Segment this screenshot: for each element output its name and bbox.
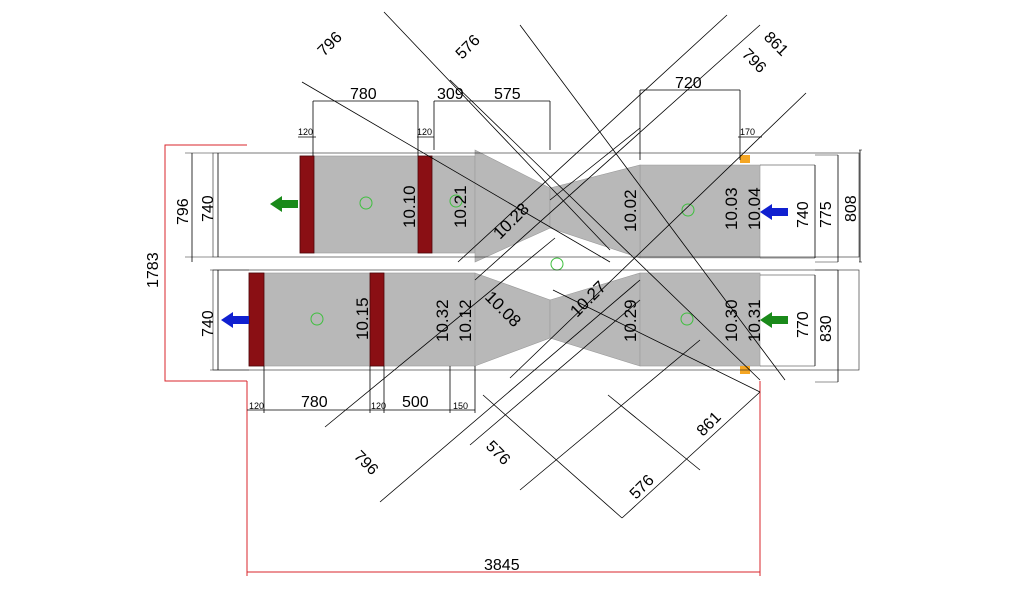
dim-120-top-b: 120 — [417, 127, 432, 137]
dim-120-bottom-a: 120 — [249, 401, 264, 411]
dim-796-top: 796 — [315, 29, 346, 60]
filter-bank-lower-1 — [248, 272, 265, 367]
frame-lines — [185, 149, 862, 383]
dim-576-bottom-a: 576 — [482, 438, 513, 469]
center-marker — [449, 194, 463, 208]
section-label: 10.10 — [400, 185, 419, 228]
center-marker — [680, 312, 694, 326]
center-marker — [359, 196, 373, 210]
dim-740-right: 740 — [795, 201, 812, 228]
dim-3845-bottom: 3845 — [484, 557, 520, 574]
arrow-left-blue-icon — [221, 312, 249, 328]
dim-740-left-top: 740 — [200, 195, 217, 222]
dim-120-bottom-b: 120 — [371, 401, 386, 411]
top-dimension-lines — [298, 89, 762, 160]
dim-309-top: 309 — [437, 86, 464, 103]
orange-marker — [740, 155, 750, 163]
arrow-left-green-icon — [270, 196, 298, 212]
right-dimension-lines — [814, 150, 861, 382]
filter-bank-upper-2 — [417, 155, 433, 254]
dim-808-right: 808 — [843, 195, 860, 222]
dim-120-top-a: 120 — [298, 127, 313, 137]
dim-780-bottom: 780 — [301, 394, 328, 411]
section-label: 10.32 — [433, 299, 452, 342]
section-label: 10.04 — [745, 187, 764, 230]
dim-720-top: 720 — [675, 75, 702, 92]
dim-576-top: 576 — [453, 32, 484, 63]
dim-576-bottom-b: 576 — [627, 472, 658, 503]
dim-796-bottom: 796 — [350, 448, 381, 479]
lower-unit — [248, 257, 761, 374]
dim-170-top: 170 — [740, 127, 755, 137]
arrow-left-green-icon — [760, 312, 788, 328]
dim-861-top: 861 — [760, 29, 791, 60]
section-label: 10.02 — [621, 189, 640, 232]
section-label: 10.30 — [722, 299, 741, 342]
section-label: 10.03 — [722, 187, 741, 230]
center-marker — [550, 257, 564, 271]
left-dimension-lines — [191, 153, 219, 370]
upper-unit — [299, 149, 761, 263]
dim-740-left-bottom: 740 — [200, 310, 217, 337]
filter-bank-lower-2 — [369, 272, 385, 367]
dim-861-bottom: 861 — [694, 409, 725, 440]
center-marker — [310, 312, 324, 326]
dim-770-right: 770 — [795, 311, 812, 338]
section-label: 10.21 — [451, 185, 470, 228]
center-marker — [681, 203, 695, 217]
arrow-left-blue-icon — [760, 204, 788, 220]
dim-150-bottom: 150 — [453, 401, 468, 411]
section-label: 10.15 — [353, 297, 372, 340]
filter-bank-upper-1 — [299, 155, 315, 254]
dim-796-left: 796 — [175, 198, 192, 225]
overall-outline — [164, 144, 761, 576]
dim-575-top: 575 — [494, 86, 521, 103]
section-label: 10.12 — [456, 299, 475, 342]
section-label: 10.29 — [621, 299, 640, 342]
dim-780-top: 780 — [350, 86, 377, 103]
dim-796-top-right: 796 — [738, 46, 769, 77]
section-label: 10.31 — [745, 299, 764, 342]
dim-830-right: 830 — [818, 315, 835, 342]
dim-1783-left: 1783 — [145, 252, 162, 288]
bottom-dimension-lines — [247, 366, 476, 413]
dim-775-right: 775 — [818, 201, 835, 228]
diagonal-lines — [301, 11, 807, 519]
dim-500-bottom: 500 — [402, 394, 429, 411]
